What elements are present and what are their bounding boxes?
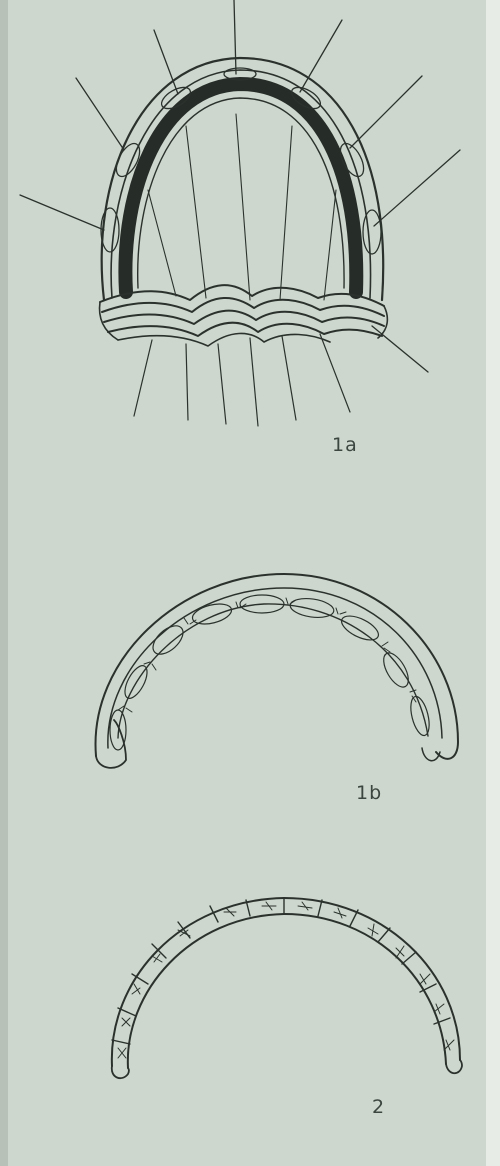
figure-2-drawing: [112, 898, 462, 1078]
figure-label-2: 2: [372, 1096, 385, 1118]
figure-label-1b: 1b: [356, 782, 382, 804]
figure-1a-drawing: [20, 0, 460, 426]
figure-1b-drawing: [96, 574, 458, 768]
figure-label-1a: 1a: [332, 434, 358, 456]
